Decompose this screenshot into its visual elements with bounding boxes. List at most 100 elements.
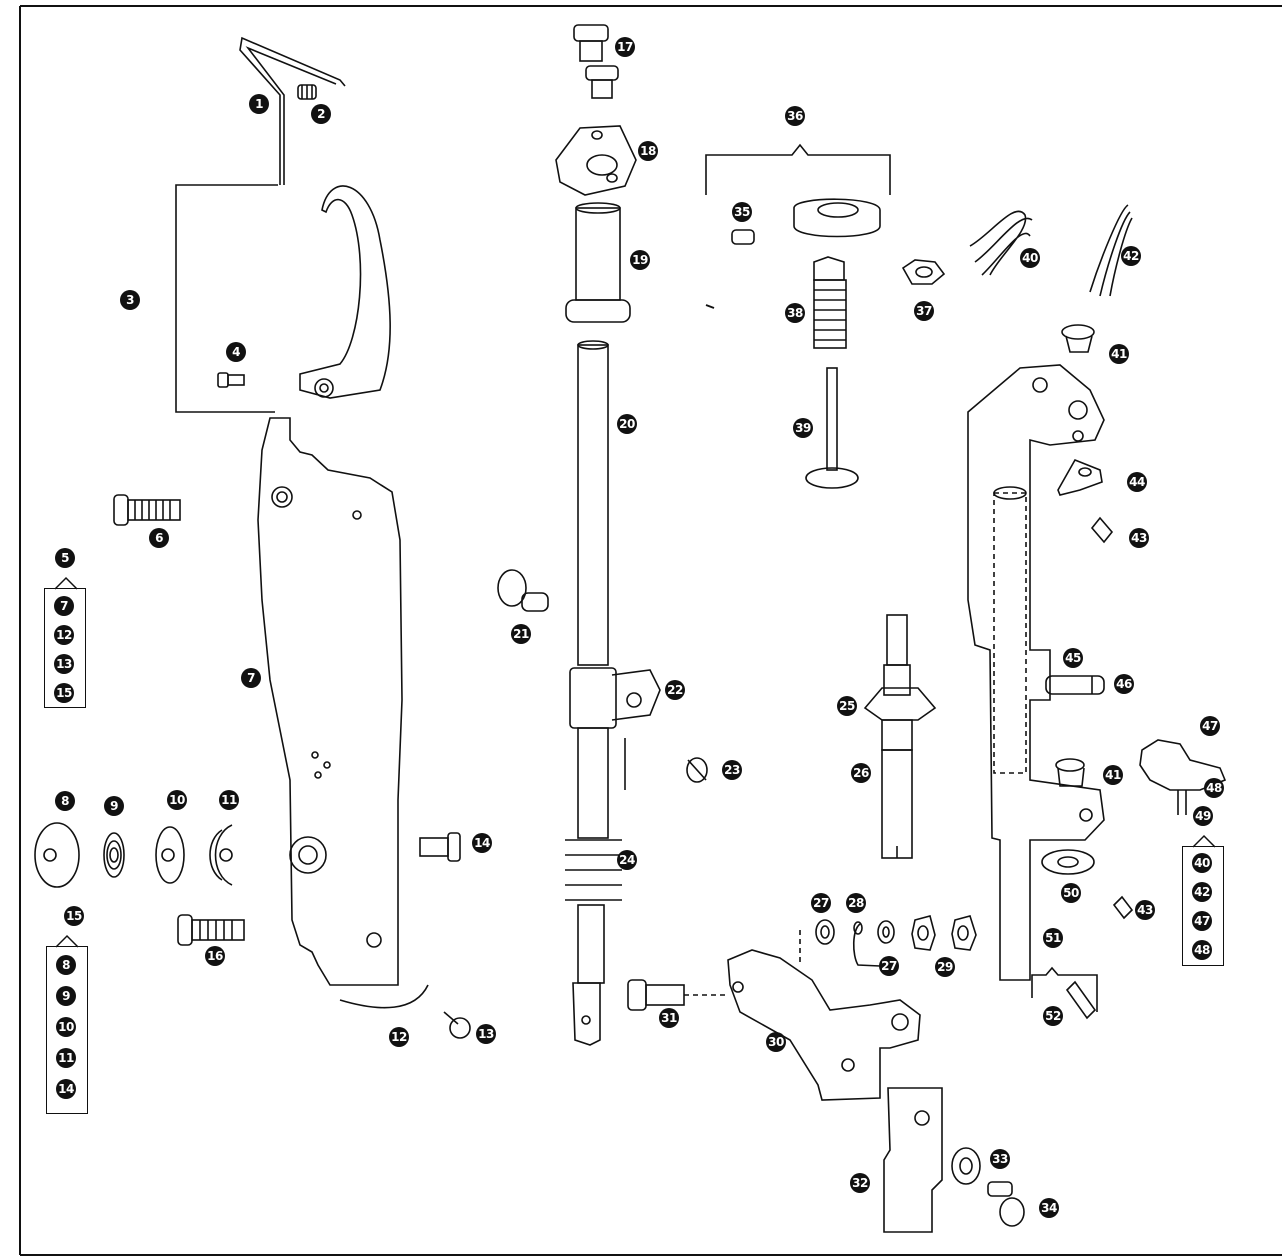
callout-46: 46	[1114, 674, 1134, 694]
kit-15-item: 9	[56, 986, 76, 1006]
callout-31: 31	[659, 1008, 679, 1028]
hex-nut-37	[901, 259, 946, 285]
thread-guide-hook	[299, 185, 391, 399]
pin-39	[805, 367, 859, 489]
callout-33: 33	[990, 1149, 1010, 1169]
callout-8: 8	[55, 791, 75, 811]
callout-18: 18	[638, 141, 658, 161]
callout-3: 3	[120, 290, 140, 310]
screw-52	[1065, 980, 1097, 1020]
kit-5-item: 15	[54, 683, 74, 703]
felt-40	[969, 210, 1033, 276]
callout-50: 50	[1061, 883, 1081, 903]
kit-49-item: 40	[1192, 853, 1212, 873]
kit-49-item: 42	[1192, 882, 1212, 902]
kit-49-item: 48	[1192, 940, 1212, 960]
tension-spring-9	[103, 832, 125, 878]
kit-15-caret	[56, 934, 79, 948]
screw-21	[497, 569, 549, 612]
collar-36	[793, 198, 881, 238]
thumb-screw-46	[1045, 675, 1105, 695]
callout-22: 22	[665, 680, 685, 700]
face-plate	[257, 417, 429, 1009]
bushing-41a	[1061, 324, 1095, 353]
plate-32	[883, 1087, 943, 1233]
set-screw-2	[297, 84, 317, 100]
screw-23	[686, 757, 708, 783]
kit-5-item: 13	[54, 654, 74, 674]
callout-38: 38	[785, 303, 805, 323]
callout-24: 24	[617, 850, 637, 870]
screw-13	[443, 1011, 471, 1039]
wire-guide-part	[239, 36, 346, 185]
kit-5-item: 7	[54, 596, 74, 616]
callout-52: 52	[1043, 1006, 1063, 1026]
screw-14	[419, 832, 461, 862]
callout-43b: 43	[1135, 900, 1155, 920]
callout-29: 29	[935, 957, 955, 977]
washer-27b	[877, 920, 895, 944]
nut-29b	[951, 915, 977, 951]
callout-34: 34	[1039, 1198, 1059, 1218]
plate-44	[1057, 458, 1103, 496]
set-screw-35	[731, 229, 755, 245]
felt-42	[1089, 204, 1133, 297]
callout-36: 36	[785, 106, 805, 126]
washer-33	[951, 1147, 981, 1185]
callout-42: 42	[1121, 246, 1141, 266]
screw-17a	[573, 24, 609, 62]
screw-16	[177, 914, 245, 946]
washer-50	[1041, 849, 1095, 875]
callout-7: 7	[241, 668, 261, 688]
callout-19: 19	[630, 250, 650, 270]
callout-16: 16	[205, 946, 225, 966]
callout-12: 12	[389, 1027, 409, 1047]
bracket-36	[705, 143, 891, 195]
callout-37: 37	[914, 301, 934, 321]
callout-10: 10	[167, 790, 187, 810]
callout-51: 51	[1043, 928, 1063, 948]
callout-43: 43	[1129, 528, 1149, 548]
threaded-stud-38	[813, 256, 847, 349]
kit-list-49: 40 42 47 48	[1182, 846, 1224, 966]
callout-27: 27	[811, 893, 831, 913]
bracket-3	[175, 184, 278, 413]
kit-15-item: 11	[56, 1048, 76, 1068]
wire-28	[852, 921, 881, 967]
nut-29a	[911, 915, 936, 951]
callout-14: 14	[472, 833, 492, 853]
kit-49-caret	[1193, 834, 1216, 848]
bushing-41b	[1055, 758, 1085, 787]
screw-17b	[585, 65, 619, 99]
kit-header-5: 5	[55, 548, 75, 568]
callout-9: 9	[104, 796, 124, 816]
callout-11: 11	[219, 790, 239, 810]
presser-stud-26	[863, 614, 937, 859]
plate-47	[1139, 739, 1227, 815]
callout-40: 40	[1020, 248, 1040, 268]
callout-32: 32	[850, 1173, 870, 1193]
needle-bar-20	[565, 340, 661, 1046]
callout-44: 44	[1127, 472, 1147, 492]
callout-17: 17	[615, 37, 635, 57]
tension-disc-8	[34, 822, 80, 888]
callout-45: 45	[1063, 648, 1083, 668]
kit-5-item: 12	[54, 625, 74, 645]
callout-47: 47	[1200, 716, 1220, 736]
callout-25: 25	[837, 696, 857, 716]
callout-27b: 27	[879, 956, 899, 976]
callout-20: 20	[617, 414, 637, 434]
bushing-19	[565, 202, 631, 323]
kit-header-49: 49	[1193, 806, 1213, 826]
screw-34	[987, 1181, 1025, 1227]
screw-4	[217, 372, 245, 388]
callout-48: 48	[1204, 778, 1224, 798]
callout-26: 26	[851, 763, 871, 783]
kit-49-item: 47	[1192, 911, 1212, 931]
callout-35: 35	[732, 202, 752, 222]
callout-21: 21	[511, 624, 531, 644]
callout-4: 4	[226, 342, 246, 362]
callout-1: 1	[249, 94, 269, 114]
screw-43b	[1112, 895, 1134, 920]
